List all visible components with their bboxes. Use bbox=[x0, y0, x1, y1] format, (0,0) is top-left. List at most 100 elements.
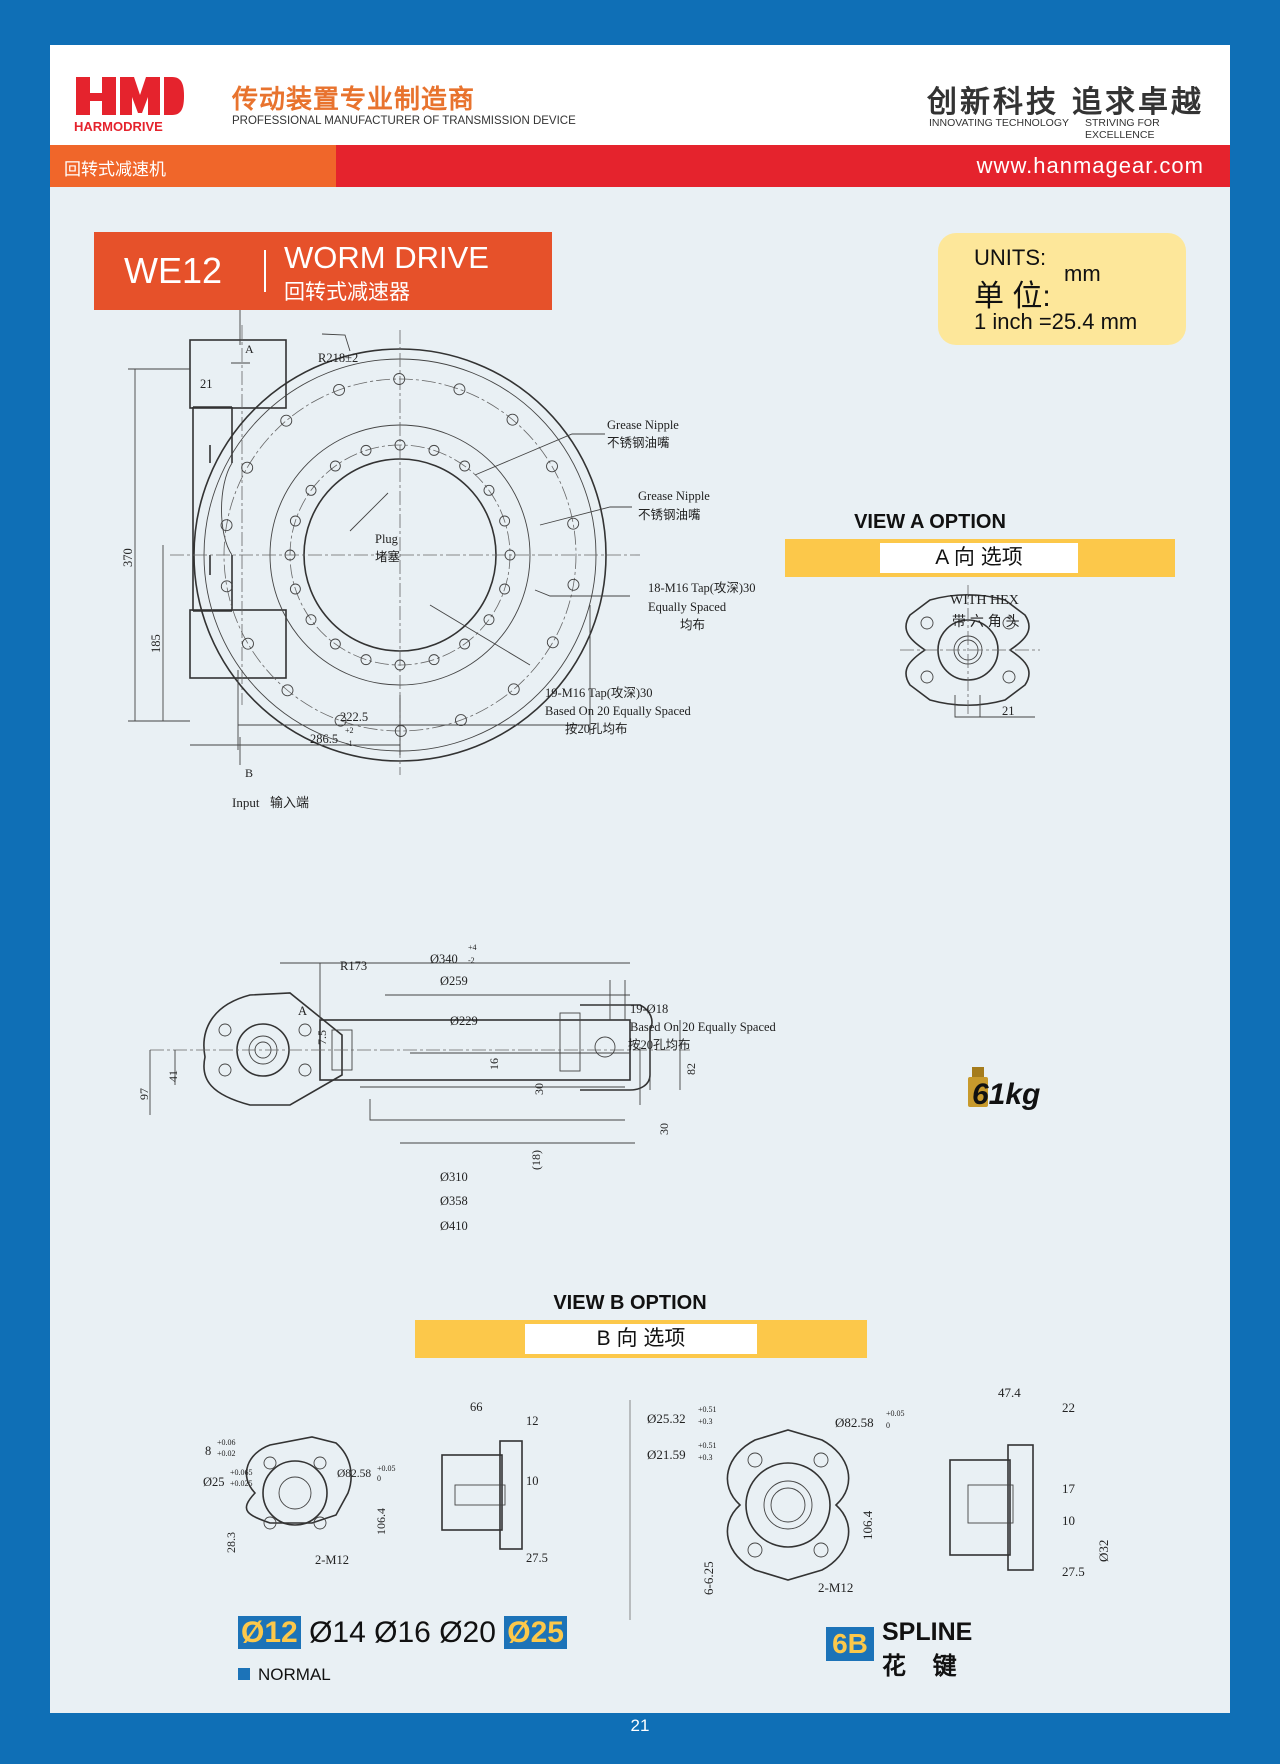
svg-text:按20孔均布: 按20孔均布 bbox=[565, 722, 628, 736]
svg-text:Equally Spaced: Equally Spaced bbox=[648, 600, 727, 614]
svg-text:370: 370 bbox=[121, 548, 135, 567]
bolt-hole bbox=[454, 714, 467, 727]
svg-text:7.5: 7.5 bbox=[315, 1030, 329, 1045]
svg-text:均布: 均布 bbox=[680, 618, 705, 632]
page-header: HARMODRIVE 传动装置专业制造商 PROFESSIONAL MANUFA… bbox=[50, 45, 1230, 145]
shaft-sizes: Ø12 Ø14 Ø16 Ø20 Ø25 bbox=[238, 1616, 567, 1650]
svg-text:+0.3: +0.3 bbox=[698, 1453, 713, 1462]
bolt-hole bbox=[329, 460, 341, 472]
svg-text:+0.02: +0.02 bbox=[217, 1449, 236, 1458]
bolt-hole bbox=[220, 519, 233, 532]
svg-text:-1: -1 bbox=[346, 739, 353, 748]
svg-text:Ø21.59: Ø21.59 bbox=[647, 1447, 686, 1462]
bolt-hole bbox=[499, 515, 511, 527]
svg-text:106.4: 106.4 bbox=[374, 1508, 388, 1535]
svg-text:A: A bbox=[245, 342, 254, 356]
svg-text:10: 10 bbox=[1062, 1513, 1075, 1528]
category-label: 回转式减速机 bbox=[64, 160, 166, 179]
category-band: 回转式减速机 www.hanmagear.com bbox=[50, 145, 1230, 187]
spline-tag: 6B bbox=[826, 1627, 874, 1661]
svg-text:-2: -2 bbox=[468, 956, 475, 965]
svg-text:30: 30 bbox=[532, 1083, 546, 1095]
svg-text:21: 21 bbox=[1002, 704, 1015, 718]
keyed-shaft-drawing: 8 +0.06 +0.02 Ø25 +0.065 +0.025 Ø82.58 +… bbox=[203, 1400, 548, 1567]
spline-label-cn: 花 键 bbox=[882, 1653, 967, 1680]
view-a-drawing: 21 bbox=[900, 585, 1040, 718]
bolt-hole bbox=[305, 614, 317, 626]
motto-innovating-en: INNOVATING TECHNOLOGY bbox=[929, 117, 1070, 129]
bolt-hole bbox=[504, 549, 516, 561]
page-number: 21 bbox=[630, 1716, 650, 1735]
with-hex-label: WITH HEX bbox=[950, 593, 1019, 608]
svg-text:2-M12: 2-M12 bbox=[315, 1553, 349, 1567]
svg-text:Ø82.58: Ø82.58 bbox=[835, 1415, 874, 1430]
product-name-cn: 回转式减速器 bbox=[284, 281, 410, 304]
normal-legend: NORMAL bbox=[238, 1665, 331, 1685]
svg-text:0: 0 bbox=[886, 1421, 890, 1430]
svg-text:Based On 20 Equally Spaced: Based On 20 Equally Spaced bbox=[630, 1020, 777, 1034]
bolt-hole bbox=[241, 461, 254, 474]
bolt-hole bbox=[284, 549, 296, 561]
svg-text:B: B bbox=[245, 766, 253, 780]
svg-text:286.5: 286.5 bbox=[310, 732, 338, 746]
svg-text:Ø25.32: Ø25.32 bbox=[647, 1411, 686, 1426]
bolt-hole bbox=[242, 637, 254, 650]
bolt-hole bbox=[220, 580, 233, 593]
bolt-hole bbox=[428, 444, 440, 456]
svg-text:17: 17 bbox=[1062, 1481, 1076, 1496]
svg-text:19-Ø18: 19-Ø18 bbox=[630, 1002, 668, 1016]
bolt-hole bbox=[428, 654, 440, 666]
svg-text:8: 8 bbox=[205, 1444, 211, 1458]
spline-shaft-drawing: Ø25.32 +0.51 +0.3 Ø21.59 +0.51 +0.3 Ø82.… bbox=[647, 1385, 1111, 1595]
svg-text:Based On 20 Equally Spaced: Based On 20 Equally Spaced bbox=[545, 704, 692, 718]
svg-text:19-M16 Tap(攻深)30: 19-M16 Tap(攻深)30 bbox=[545, 686, 653, 700]
svg-text:185: 185 bbox=[149, 634, 163, 653]
spline-label-en: SPLINE bbox=[882, 1618, 973, 1646]
shaft-size-14: Ø14 bbox=[309, 1616, 366, 1649]
bolt-hole bbox=[459, 460, 471, 472]
svg-text:+0.3: +0.3 bbox=[698, 1417, 713, 1426]
svg-text:97: 97 bbox=[137, 1088, 151, 1100]
with-hex-label-cn: 带 六 角 头 bbox=[952, 613, 1020, 629]
svg-text:82: 82 bbox=[684, 1063, 698, 1075]
svg-text:+0.05: +0.05 bbox=[377, 1464, 396, 1473]
svg-text:30: 30 bbox=[657, 1123, 671, 1135]
section-view-drawing: R173 Ø340 +4 -2 Ø259 Ø229 19-Ø18 Based O… bbox=[137, 943, 777, 1233]
view-b-label: B 向 选项 bbox=[525, 1324, 757, 1354]
bolt-hole bbox=[483, 614, 495, 626]
svg-text:Input: Input bbox=[232, 795, 260, 810]
svg-text:(18): (18) bbox=[529, 1150, 543, 1170]
shaft-size-12: Ø12 bbox=[238, 1616, 301, 1649]
shaft-size-25: Ø25 bbox=[504, 1616, 567, 1649]
motto-innovating: 创新科技 bbox=[927, 85, 1059, 120]
svg-text:Ø410: Ø410 bbox=[440, 1219, 468, 1233]
svg-text:Plug: Plug bbox=[375, 532, 399, 546]
weight-icon bbox=[968, 1067, 988, 1107]
bolt-hole bbox=[567, 578, 580, 591]
view-a-title: VIEW A OPTION bbox=[854, 511, 1006, 533]
bolt-hole bbox=[289, 583, 301, 595]
svg-text:2-M12: 2-M12 bbox=[818, 1580, 853, 1595]
svg-text:Ø25: Ø25 bbox=[203, 1475, 225, 1489]
svg-text:27.5: 27.5 bbox=[526, 1551, 548, 1565]
shaft-size-20: Ø20 bbox=[439, 1616, 496, 1649]
website-link[interactable]: www.hanmagear.com bbox=[976, 153, 1204, 178]
svg-text:16: 16 bbox=[487, 1058, 501, 1070]
view-a-label: A 向 选项 bbox=[880, 543, 1078, 573]
bolt-hole bbox=[567, 517, 580, 530]
svg-text:按20孔均布: 按20孔均布 bbox=[628, 1038, 691, 1052]
svg-text:Ø82.58: Ø82.58 bbox=[337, 1468, 371, 1480]
svg-text:41: 41 bbox=[166, 1070, 180, 1082]
svg-text:+0.51: +0.51 bbox=[698, 1405, 717, 1414]
bolt-hole bbox=[459, 638, 471, 650]
svg-text:Ø229: Ø229 bbox=[450, 1014, 478, 1028]
svg-text:10: 10 bbox=[526, 1474, 539, 1488]
bolt-hole bbox=[333, 383, 346, 396]
bolt-hole bbox=[281, 684, 294, 697]
svg-text:+2: +2 bbox=[345, 726, 354, 735]
bolt-hole bbox=[394, 725, 407, 737]
product-title: WE12 WORM DRIVE 回转式减速器 bbox=[94, 232, 552, 310]
svg-text:6-6.25: 6-6.25 bbox=[701, 1561, 716, 1595]
slogan-en: PROFESSIONAL MANUFACTURER OF TRANSMISSIO… bbox=[232, 115, 576, 127]
model-number: WE12 bbox=[124, 250, 223, 291]
